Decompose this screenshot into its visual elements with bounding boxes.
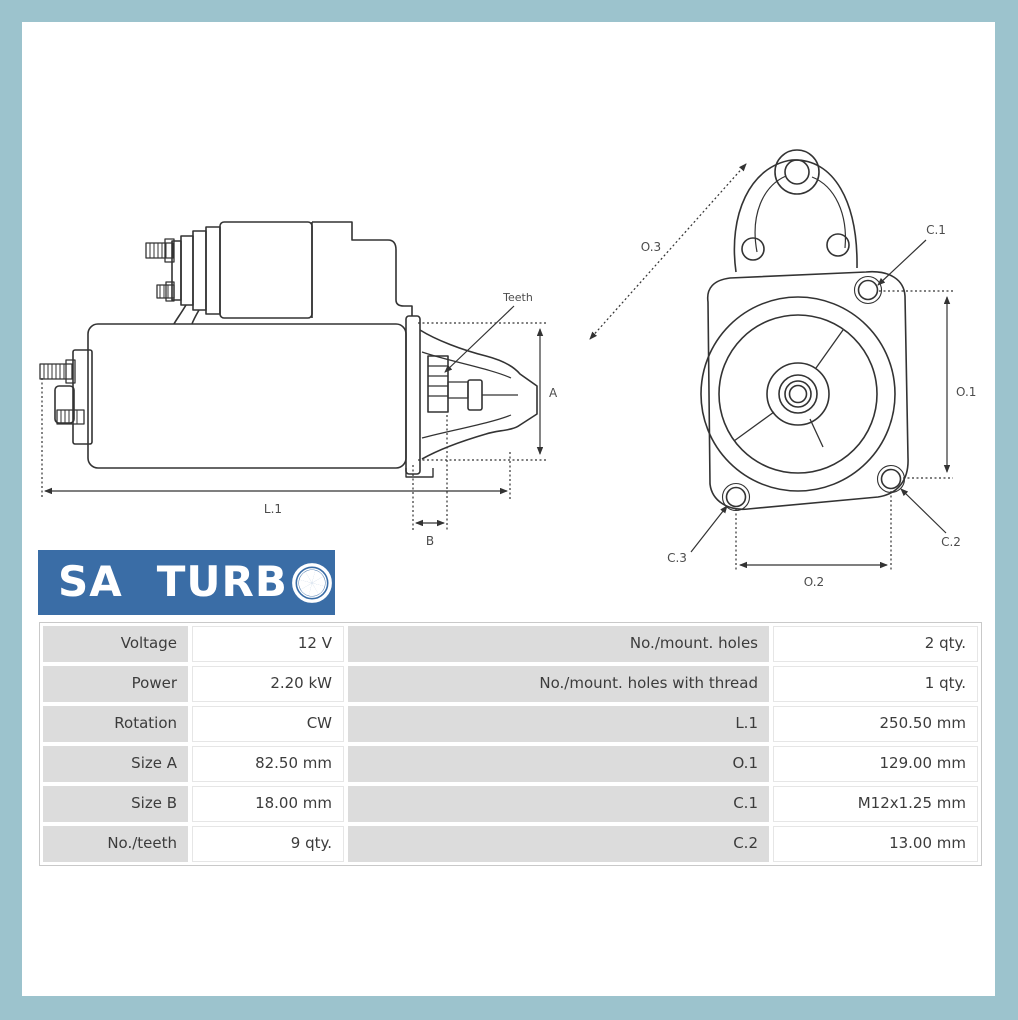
spec-value-mount-holes-thread: 1 qty. [773,666,978,702]
side-view-dimensions [41,305,548,531]
spec-label-size-b: Size B [43,786,188,822]
spec-value-no-teeth: 9 qty. [192,826,344,862]
dim-label-a: A [549,386,558,400]
spec-value-size-a: 82.50 mm [192,746,344,782]
starter-front-view-drawing [700,149,909,512]
starter-side-view-drawing [39,221,538,478]
spec-value-c2: 13.00 mm [773,826,978,862]
spec-label-power: Power [43,666,188,702]
spec-value-c1: M12x1.25 mm [773,786,978,822]
brand-text-turb: TURB [156,556,288,606]
content-surface: Teeth A L.1 B [22,22,995,996]
spec-value-mount-holes: 2 qty. [773,626,978,662]
dim-label-o2: O.2 [804,575,824,589]
spec-value-voltage: 12 V [192,626,344,662]
dim-label-c2: C.2 [941,535,961,549]
spec-label-rotation: Rotation [43,706,188,742]
dim-label-teeth: Teeth [502,291,533,304]
spec-label-c2: C.2 [348,826,769,862]
spec-label-c1: C.1 [348,786,769,822]
dim-label-b: B [426,534,434,548]
spec-label-size-a: Size A [43,746,188,782]
dim-label-c1: C.1 [926,223,946,237]
turbo-wheel-icon [291,562,332,603]
dim-label-l1: L.1 [264,502,282,516]
technical-drawings: Teeth A L.1 B [39,149,976,589]
spec-value-rotation: CW [192,706,344,742]
dim-label-c3: C.3 [667,551,687,565]
brand-logo: SA TURB [38,550,335,615]
spec-value-o1: 129.00 mm [773,746,978,782]
spec-value-size-b: 18.00 mm [192,786,344,822]
spec-value-l1: 250.50 mm [773,706,978,742]
spec-label-l1: L.1 [348,706,769,742]
front-view-dimensions [589,163,953,572]
spec-value-power: 2.20 kW [192,666,344,702]
spec-label-mount-holes-thread: No./mount. holes with thread [348,666,769,702]
dim-label-o1: O.1 [956,385,976,399]
spec-label-mount-holes: No./mount. holes [348,626,769,662]
spec-label-voltage: Voltage [43,626,188,662]
spec-label-no-teeth: No./teeth [43,826,188,862]
dim-label-o3: O.3 [641,240,661,254]
spec-table: Voltage 12 V No./mount. holes 2 qty. Pow… [39,622,982,866]
spec-label-o1: O.1 [348,746,769,782]
brand-text-sa: SA [58,556,123,606]
